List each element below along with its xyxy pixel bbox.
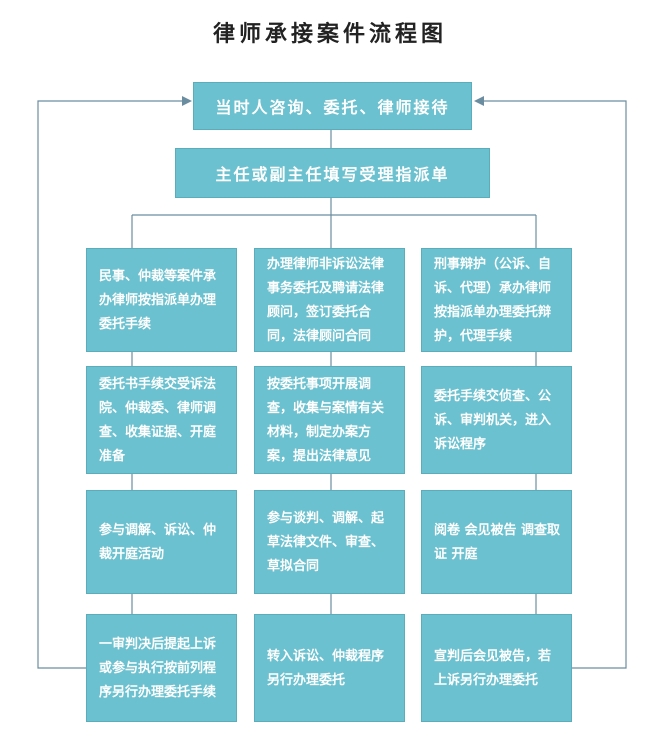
step-nonlitigation-2: 按委托事项开展调查，收集与案情有关材料，制定办案方案，提出法律意见	[254, 366, 405, 474]
step-label: 参与调解、诉讼、仲裁开庭活动	[99, 523, 217, 562]
arrow-left-head	[182, 96, 192, 106]
step-label: 委托手续交侦查、公诉、审判机关，进入诉讼程序	[434, 389, 552, 452]
step-nonlitigation-1: 办理律师非诉讼法律事务委托及聘请法律顾问，签订委托合同，法律顾问合同	[254, 248, 405, 352]
step-civil-3: 参与调解、诉讼、仲裁开庭活动	[86, 490, 237, 594]
step-label: 一审判决后提起上诉或参与执行按前列程序另行办理委托手续	[99, 637, 217, 700]
step-criminal-2: 委托手续交侦查、公诉、审判机关，进入诉讼程序	[421, 366, 572, 474]
step-label: 宣判后会见被告，若上诉另行办理委托	[434, 649, 552, 688]
step-label: 民事、仲裁等案件承办律师按指派单办理委托手续	[99, 269, 217, 332]
step-label: 委托书手续交受诉法院、仲裁委、律师调查、收集证据、开庭准备	[99, 377, 217, 464]
step-label: 参与谈判、调解、起草法律文件、审查、草拟合同	[267, 511, 385, 574]
step-nonlitigation-4: 转入诉讼、仲裁程序另行办理委托	[254, 614, 405, 722]
step-label: 按委托事项开展调查，收集与案情有关材料，制定办案方案，提出法律意见	[267, 377, 385, 464]
step-civil-1: 民事、仲裁等案件承办律师按指派单办理委托手续	[86, 248, 237, 352]
step-nonlitigation-3: 参与谈判、调解、起草法律文件、审查、草拟合同	[254, 490, 405, 594]
step-criminal-3: 阅卷 会见被告 调查取证 开庭	[421, 490, 572, 594]
step-criminal-1: 刑事辩护（公诉、自诉、代理）承办律师按指派单办理委托辩护，代理手续	[421, 248, 572, 352]
step-civil-4: 一审判决后提起上诉或参与执行按前列程序另行办理委托手续	[86, 614, 237, 722]
node-consultation: 当时人咨询、委托、律师接待	[193, 82, 472, 130]
diagram-title: 律师承接案件流程图	[212, 22, 447, 47]
step-label: 办理律师非诉讼法律事务委托及聘请法律顾问，签订委托合同，法律顾问合同	[267, 257, 385, 344]
step-criminal-4: 宣判后会见被告，若上诉另行办理委托	[421, 614, 572, 722]
node-assignment: 主任或副主任填写受理指派单	[175, 148, 490, 198]
arrow-right-head	[474, 96, 484, 106]
step-civil-2: 委托书手续交受诉法院、仲裁委、律师调查、收集证据、开庭准备	[86, 366, 237, 474]
step-label: 阅卷 会见被告 调查取证 开庭	[434, 523, 561, 562]
step-label: 刑事辩护（公诉、自诉、代理）承办律师按指派单办理委托辩护，代理手续	[434, 257, 552, 344]
step-label: 转入诉讼、仲裁程序另行办理委托	[267, 649, 385, 688]
